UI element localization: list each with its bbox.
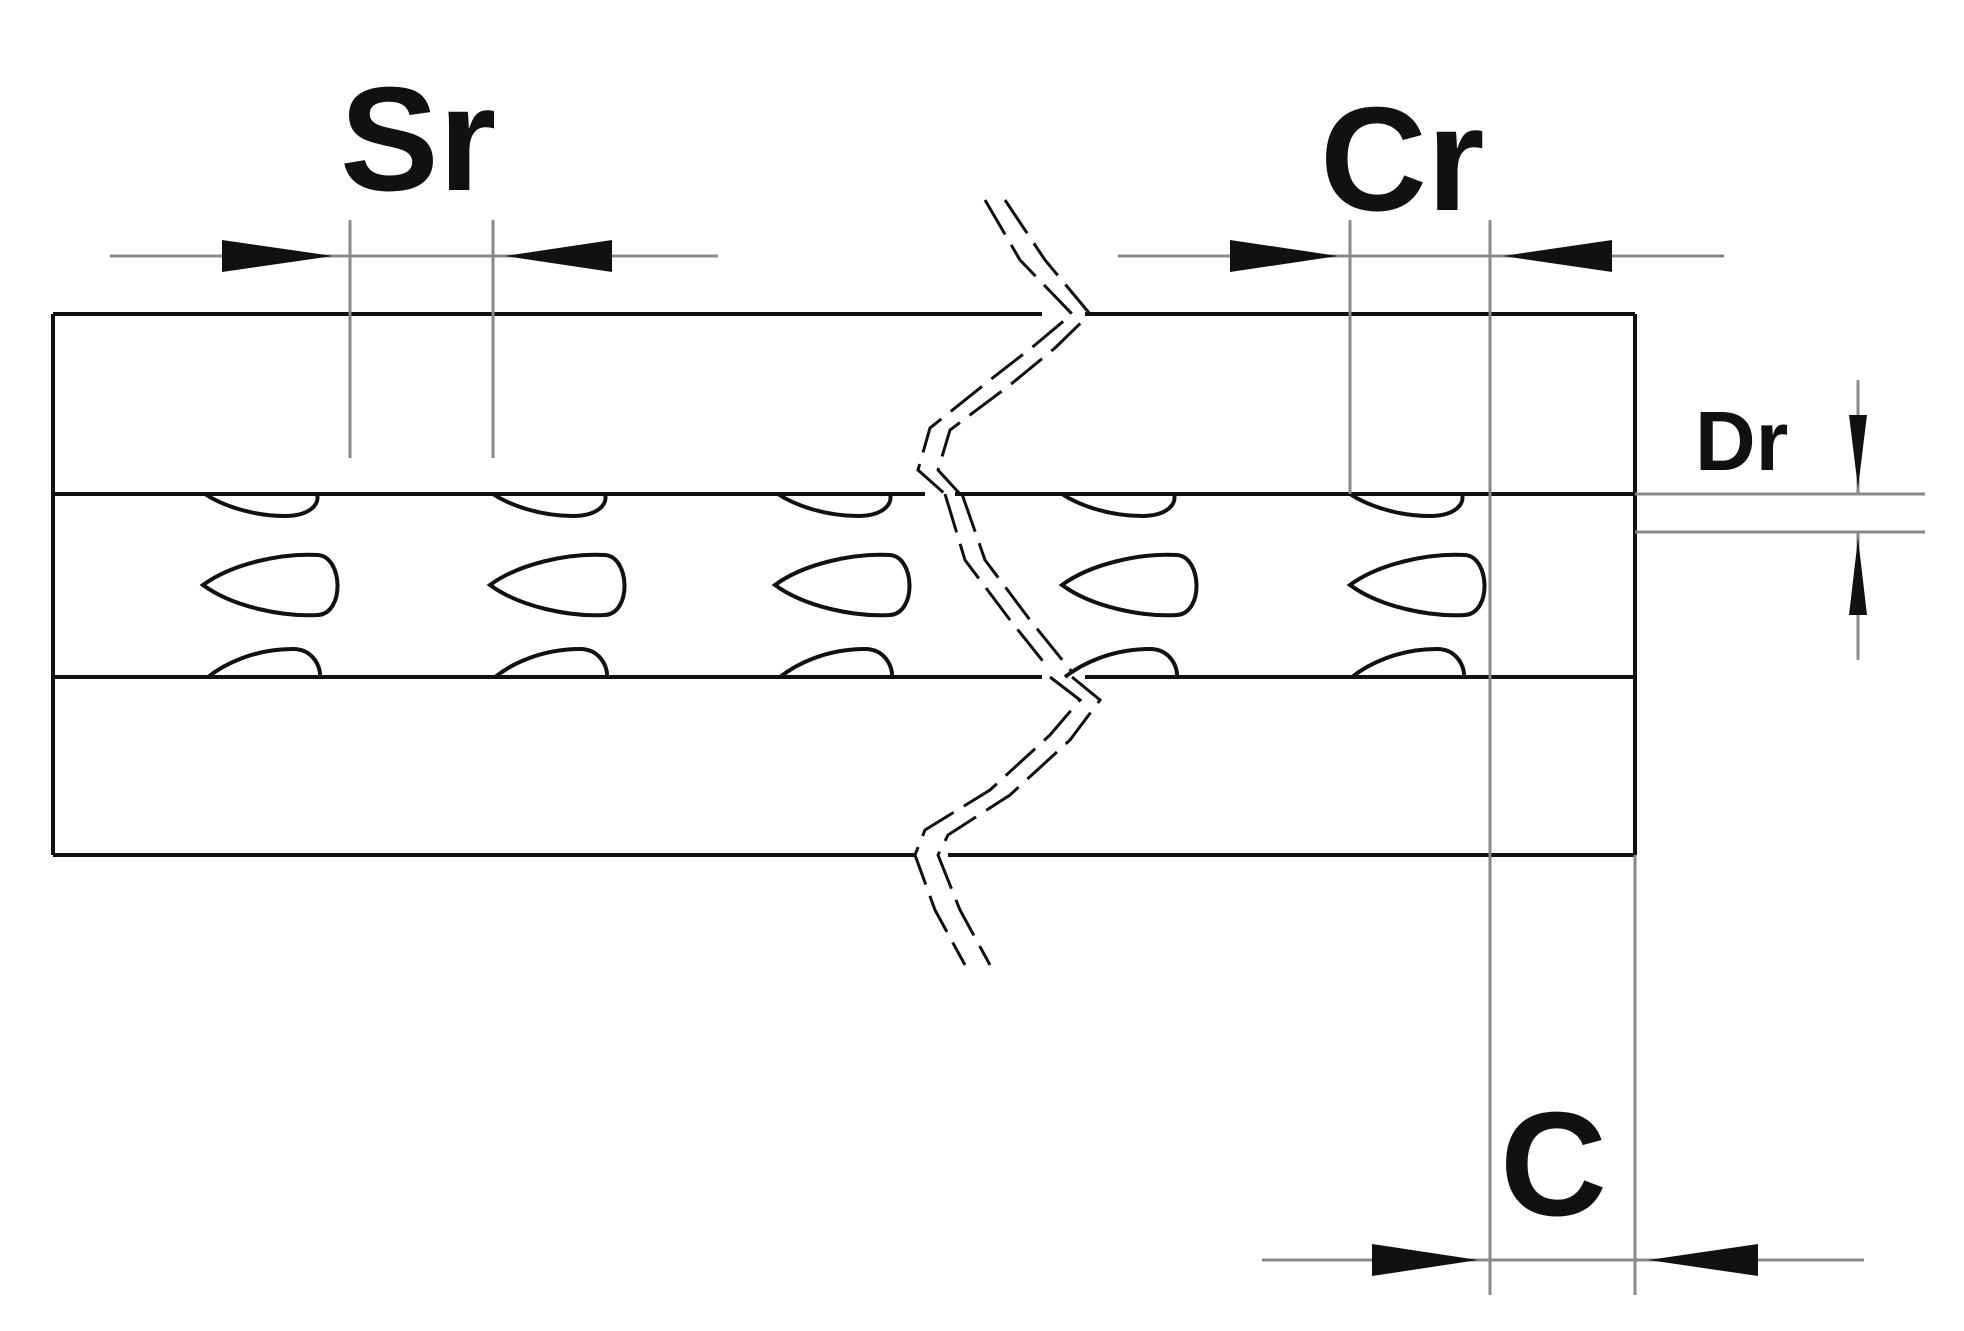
- teardrop-rib-icon: [1348, 492, 1465, 518]
- teardrop-rib-icon: [773, 552, 912, 618]
- arrowhead-icon: [1230, 240, 1338, 272]
- zigzag-break-icon: [913, 199, 1103, 966]
- arrowhead-icon: [1372, 1244, 1478, 1276]
- teardrop-rib-icon: [778, 647, 895, 679]
- teardrop-rib-icon: [206, 647, 323, 679]
- teardrop-rib-icon: [203, 492, 320, 518]
- teardrop-rib-icon: [491, 492, 608, 518]
- arrowheads: [222, 240, 1867, 1276]
- c-label: C: [1500, 1082, 1607, 1247]
- teardrop-rib-icon: [493, 647, 610, 679]
- teardrop-rib-icon: [1060, 552, 1199, 618]
- teardrop-rib-icon: [488, 552, 627, 618]
- teardrop-rib-icon: [1060, 492, 1177, 518]
- teardrop-rib-icon: [201, 552, 340, 618]
- teardrop-rib-icon: [1063, 647, 1180, 679]
- rib-row-middle: [201, 552, 1487, 618]
- rib-row-top: [203, 492, 1465, 518]
- arrowhead-icon: [1849, 538, 1867, 615]
- teardrop-rib-icon: [776, 492, 893, 518]
- arrowhead-icon: [1648, 1244, 1758, 1276]
- rib-row-bottom: [206, 647, 1467, 679]
- sr-label: Sr: [340, 57, 496, 222]
- dr-label: Dr: [1695, 394, 1788, 488]
- teardrop-rib-icon: [1348, 552, 1487, 618]
- arrowhead-icon: [505, 240, 612, 272]
- channel-outline: [51, 312, 1637, 857]
- teardrop-rib-icon: [1350, 647, 1467, 679]
- cr-label: Cr: [1320, 77, 1484, 242]
- dimension-lines: [110, 220, 1925, 1295]
- arrowhead-icon: [222, 240, 333, 272]
- arrowhead-icon: [1503, 240, 1612, 272]
- arrowhead-icon: [1849, 415, 1867, 488]
